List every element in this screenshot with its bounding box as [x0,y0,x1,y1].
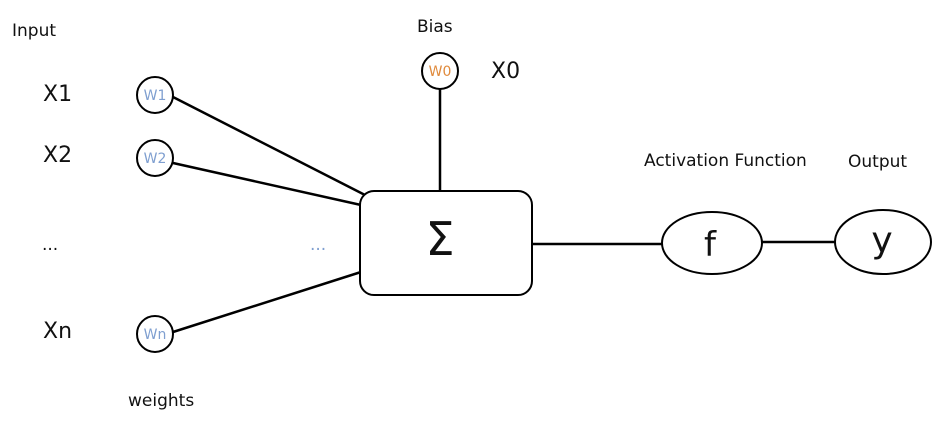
output-label: Output [848,152,907,172]
edge-w2-sum [172,161,362,207]
weight-node-w2: W2 [136,139,174,177]
output-symbol: y [871,220,892,261]
weight-w0-text: W0 [429,64,452,80]
input-ellipsis: ... [42,235,58,255]
weights-label: weights [128,391,194,411]
input-x0: X0 [491,59,520,84]
edge-w1-sum [172,95,366,197]
weight-node-wn: Wn [136,315,174,353]
input-x1: X1 [43,82,72,107]
input-x2: X2 [43,143,72,168]
activation-function-label: Activation Function [644,151,807,171]
weight-node-w0: W0 [421,52,459,90]
edge-wn-sum [172,270,362,334]
input-label: Input [12,21,56,41]
weight-wn-text: Wn [144,327,167,343]
weight-ellipsis: ... [310,235,326,255]
summation-symbol: Σ [425,212,454,266]
bias-label: Bias [417,17,453,37]
activation-symbol: f [704,225,717,265]
input-xn: Xn [43,319,72,344]
output-node: y [834,209,932,275]
activation-node: f [661,211,763,275]
weight-w2-text: W2 [144,151,167,167]
weight-node-w1: W1 [136,76,174,114]
weight-w1-text: W1 [144,88,167,104]
summation-node: Σ [359,190,533,296]
